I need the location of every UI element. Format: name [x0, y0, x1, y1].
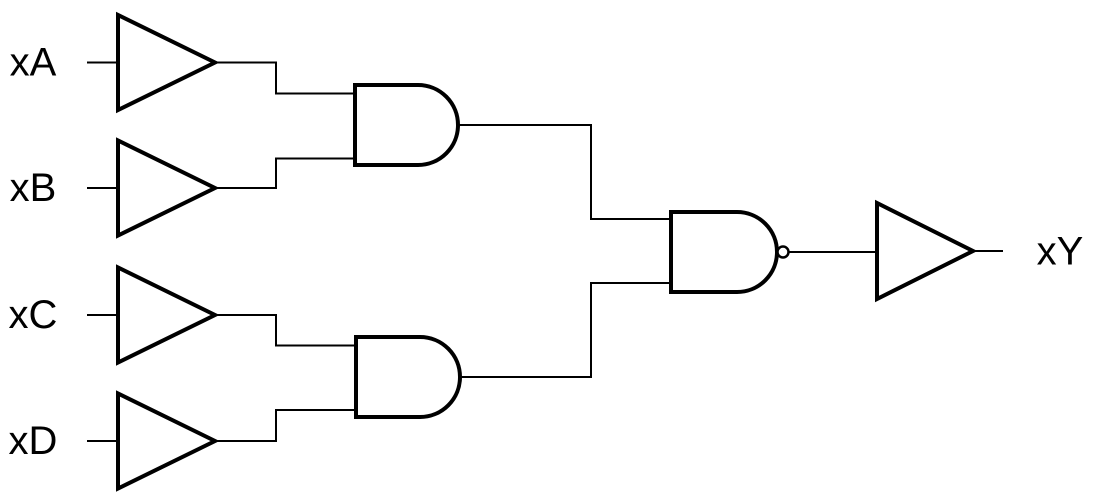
nand-gate: [669, 210, 779, 294]
output-label-y: xY: [1037, 230, 1084, 274]
wires: [87, 61, 1003, 442]
wire-buffer-d-to-and-bottom: [215, 409, 356, 442]
and-bottom-gate: [354, 335, 462, 419]
wire-buffer-a-to-and-top: [215, 61, 355, 95]
input-label-c: xC: [9, 293, 58, 337]
wire-and-top-to-nand: [458, 124, 671, 220]
wire-buffer-b-to-and-top: [215, 157, 355, 189]
input-label-d: xD: [9, 419, 58, 463]
buffer-b-gate: [116, 137, 220, 239]
net-labels: xA xB xC xD xY: [9, 41, 1084, 464]
wire-buffer-c-to-and-bottom: [215, 314, 356, 347]
and-top-gate: [353, 83, 460, 167]
buffer-y-gate: [875, 199, 978, 303]
buffer-a-gate: [116, 11, 220, 114]
nand-inversion-bubble-icon: [776, 245, 790, 259]
buffer-c-gate: [116, 264, 220, 366]
gates: [116, 11, 978, 492]
buffer-d-gate: [116, 390, 220, 492]
wire-and-bottom-to-nand: [460, 282, 671, 378]
input-label-b: xB: [10, 166, 57, 210]
input-label-a: xA: [10, 41, 57, 85]
